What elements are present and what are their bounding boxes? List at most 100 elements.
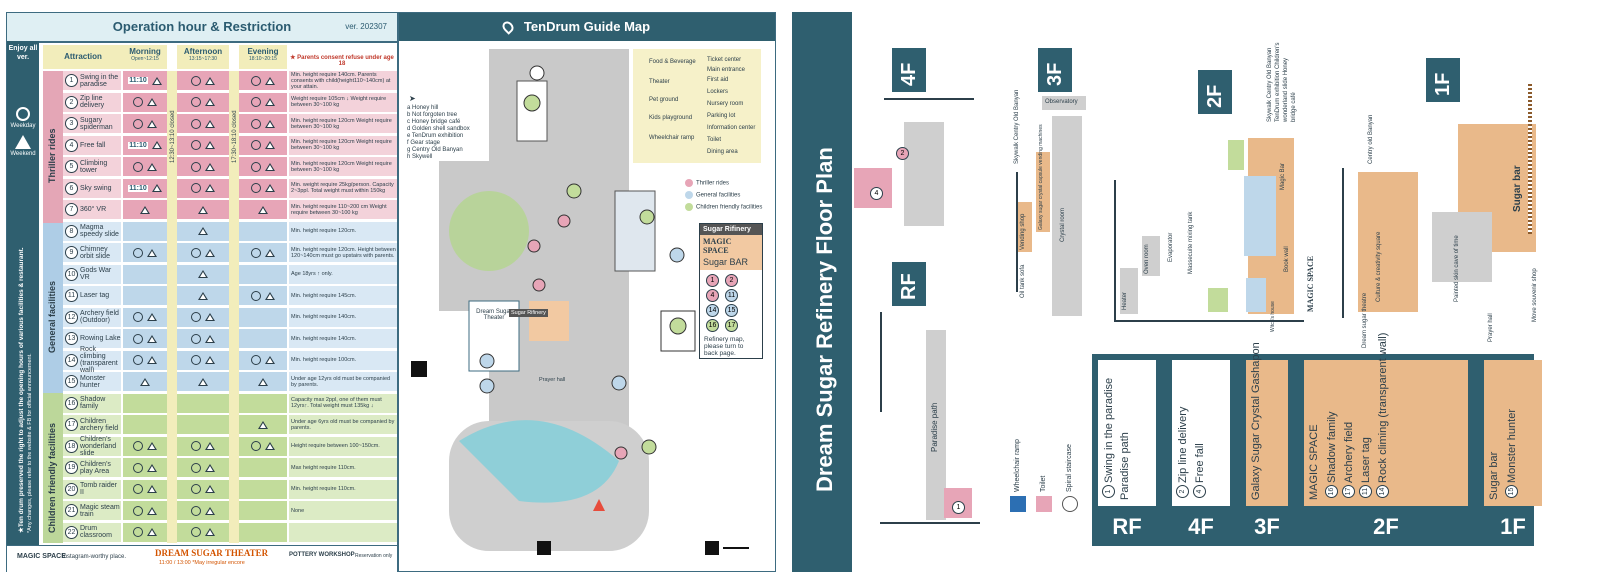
row-afternoon — [177, 415, 229, 434]
map-marker-8 — [479, 353, 495, 369]
row-name: Free fall — [80, 141, 106, 149]
row-name: Swing in the paradise — [80, 73, 119, 88]
row-morning — [123, 501, 167, 520]
row-condition: Max height require 110cm. — [289, 458, 397, 477]
row-evening — [239, 522, 287, 542]
row-number: 14 — [65, 353, 78, 367]
map-marker-20 — [639, 209, 655, 225]
row-condition: Min. height require 120cm. — [289, 221, 397, 241]
row-condition: Weight require 105cm ↓ Weight require be… — [289, 92, 397, 112]
row-number: 3 — [65, 117, 78, 130]
floor-summary-item: Sugar bar — [1488, 451, 1500, 500]
legend-ticket: Ticket center — [707, 57, 742, 63]
plan-3f-corridor — [1052, 116, 1082, 316]
plan-skywalk-label: Skywalk Centry Old Banyan — [1014, 89, 1020, 164]
row-condition: Height require between 100~150cm. — [289, 436, 397, 456]
legend-parking: Parking lot — [707, 113, 736, 119]
row-afternoon — [177, 501, 229, 520]
legend-info: Information center — [707, 125, 756, 131]
floor-summary-floor: 3F — [1254, 514, 1280, 539]
plan-wall — [880, 522, 980, 524]
map-letter-item: d Golden shell sandbox — [407, 126, 470, 132]
row-name: Shadow family — [80, 396, 106, 410]
row-condition: Under age 6yrs old must be companied by … — [289, 415, 397, 434]
row-afternoon — [177, 71, 229, 90]
row-number: 2 — [65, 95, 78, 109]
plan-4f-marker-2: 2 — [894, 142, 911, 160]
map-marker-22b — [669, 317, 687, 335]
row-name: Rowing Lake — [80, 335, 121, 342]
row-condition: Min. height require 140cm. — [289, 329, 397, 348]
row-name: Tomb raider II — [80, 482, 117, 496]
category-thriller-label: Thriller rides — [47, 128, 57, 183]
plan-oven — [1142, 236, 1160, 276]
map-dream-theater-label: Dream Sugar Theater — [476, 309, 512, 321]
map-letter-item: e TenDrum exhibition — [407, 133, 464, 139]
plan-4f-marker: 4 — [868, 182, 885, 200]
row-afternoon — [177, 307, 229, 327]
row-condition: Min. height require 120cm Weight require… — [289, 114, 397, 133]
item-number: 17 — [1342, 485, 1355, 498]
row-evening — [239, 71, 287, 90]
row-name: Magma speedy slide — [80, 224, 119, 238]
row-name: Laser tag — [80, 292, 110, 299]
row-name: Monster hunter — [80, 374, 106, 389]
map-marker-6 — [557, 214, 571, 228]
row-condition: Min. weight require 25kg/person. Capacit… — [289, 178, 397, 198]
row-morning — [123, 92, 167, 112]
row-afternoon — [177, 157, 229, 176]
map-parking-icon-3 — [705, 541, 719, 555]
row-afternoon — [177, 92, 229, 112]
row-evening — [239, 243, 287, 262]
row-afternoon — [177, 350, 229, 370]
map-marker-21 — [566, 183, 582, 199]
legend-theater: Theater — [649, 79, 670, 85]
legend-lockers: Lockers — [707, 89, 729, 95]
row-afternoon — [177, 135, 229, 155]
row-number: 19 — [65, 461, 78, 474]
plan-wall — [1342, 168, 1344, 318]
plan-prayer-label: Prayer hall — [1488, 313, 1494, 342]
floorplan-title: Dream Sugar Refinery Floor Plan — [812, 147, 837, 492]
floorplan-panel: Dream Sugar Refinery Floor Plan 4F 4 2 R… — [792, 12, 1600, 572]
row-morning — [123, 307, 167, 327]
plan-sugar-bar-label: Sugar bar — [1512, 165, 1523, 212]
row-evening — [239, 307, 287, 327]
row-number: 16 — [65, 396, 78, 410]
plan-skywalk2-label: Skywalk Centry Old Banyan TenDrum exhibi… — [1267, 42, 1297, 122]
floor-summary-item: MAGIC SPACE — [1308, 424, 1320, 500]
operation-panel: Operation hour & Restriction ver. 202307… — [6, 12, 398, 572]
row-name: Children's play Area — [80, 460, 111, 475]
legend-nursery: Nursery room — [707, 101, 744, 107]
floor-summary-floor: RF — [1112, 514, 1142, 539]
plan-witch-label: Witch's house — [1270, 301, 1276, 332]
row-condition: None — [289, 501, 397, 520]
legend-wheelchair: Wheelchair ramp — [649, 135, 695, 141]
row-number: 1 — [65, 74, 78, 87]
wheelchair-label: Wheelchair ramp — [1014, 439, 1021, 492]
legend-toilet: Toilet — [707, 137, 722, 143]
map-building-a — [660, 310, 696, 352]
refinery-title: Sugar Rifinery — [700, 224, 762, 235]
footer-pottery-sub: Reservation only — [355, 553, 393, 559]
